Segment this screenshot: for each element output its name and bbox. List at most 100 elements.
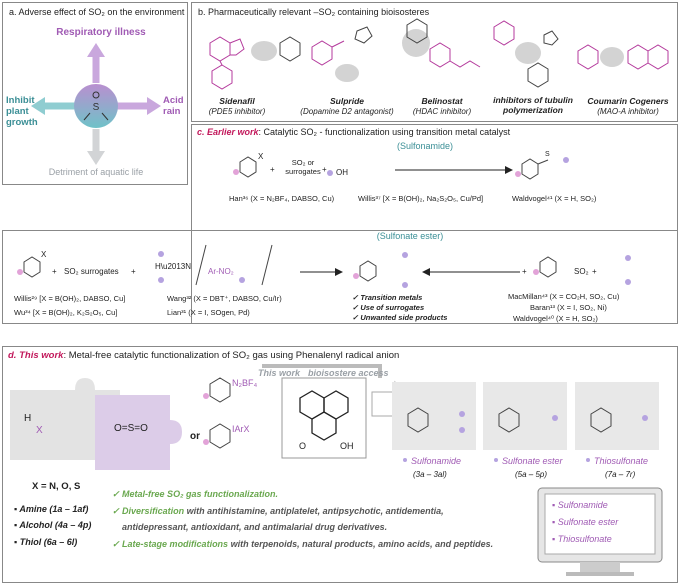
drug-structures [209,18,669,90]
drug-name-belinostat: Belinostat [421,96,463,106]
r2-x: X [41,250,47,259]
r2-plus-1: + [52,267,57,276]
drug-desc-belinostat: (HDAC inhibitor) [412,107,472,116]
check-1: ✓ Use of surrogates [352,303,425,312]
r2-ref-mid-0: Wang³² (X = DBT⁺, DABSO, Cu/Ir) [167,294,282,303]
substrate-amine: ▪ Amine (1a – 1af) [14,504,89,514]
r2-plus-3: + [522,267,527,276]
panel-a-title: a. Adverse effect of SO₂ on the environm… [9,7,185,17]
monitor-item-0-label: Sulfonamide [557,500,608,510]
r2-ref-right-2: Waldvogel⁴⁰ (X = H, SO₂) [513,314,598,323]
product-sulfonate-range: (5a – 5p) [515,470,548,479]
substrate-thiol-label: Thiol (6a – 6l) [19,537,78,547]
check-2: ✓ Unwanted side products [352,313,448,322]
panel-c-title-rest: : Catalytic SO₂ - functionalization usin… [258,127,511,137]
r2-ref-mid-1: Lian³¹ (X = I, SOgen, Pd) [167,308,250,317]
r2-ref-right-0: MacMillan⁴³ (X = CO₂H, SO₂, Cu) [508,292,620,301]
r2-right-so2: SO₂ [574,267,589,276]
monitor-item-1-label: Sulfonate ester [557,517,619,527]
r1-ref-waldvogel: Waldvogel⁴¹ (X = H, SO₂) [512,194,597,203]
bioisostere-label: bioisostere access [308,368,389,378]
r1-plus-1: + [270,165,275,174]
bullet-3-rest: with terpenoids, natural products, amino… [228,539,494,549]
bullet-1: ✓ Diversification with antihistamine, an… [112,506,444,516]
effect-plant: Inhibit plant growth [6,95,38,128]
panel-b-title: b. Pharmaceutically relevant –SO₂ contai… [198,7,430,17]
svg-text:S: S [93,102,100,113]
bullet-1-rest: with antihistamine, antiplatelet, antips… [184,506,444,516]
or-label: or [190,431,200,442]
sulfonamide-header: (Sulfonamide) [396,141,454,151]
bullet-0-green: Metal-free SO₂ gas functionalization. [122,489,278,499]
r2-plus-4: + [592,267,597,276]
panel-c-sulfonate-box [2,230,678,324]
check-0: ✓ Transition metals [352,293,423,302]
n2bf4-label: N₂BF₄ [232,378,258,388]
bullet-2: antidepressant, antioxidant, and antimal… [122,522,387,532]
substrate-alcohol-label: Alcohol (4a – 4p) [19,520,92,530]
drug-name-tubulin: inhibitors of tubulin polymerization [493,95,573,115]
panel-c-title-prefix: c. Earlier work [197,127,259,137]
panel-d-title: d. This work: Metal-free catalytic funct… [8,350,399,362]
drug-name-sidenafil: Sidenafil [219,96,255,106]
check-0-label: Transition metals [360,293,423,302]
drug-desc-coumarin: (MAO-A inhibitor) [597,107,659,116]
hx-h: H [24,413,32,424]
monitor-item-2-label: Thiosulfonate [557,534,612,544]
r1-ref-willis: Willis³⁷ [X = B(OH)₂, Na₂S₂O₅, Cu/Pd] [358,194,484,203]
drug-name-sulpride: Sulpride [329,96,364,106]
bullet-3: ✓ Late-stage modifications with terpenoi… [112,539,494,549]
r1-oh: OH [336,168,348,177]
so2-o-s-o: O=S=O [114,423,148,434]
bullet-0: ✓ Metal-free SO₂ gas functionalization. [112,489,278,499]
panel-d-title-prefix: d. This work [8,350,64,361]
bullet-1-green: Diversification [122,506,185,516]
effect-acid-rain: Acid rain [163,95,184,117]
drug-desc-sulpride: (Dopamine D2 antagonist) [300,107,394,116]
drug-name-coumarin: Coumarin Cogeners [587,96,669,106]
r2-amine-n: H\u2013N [155,262,192,271]
product-sulfonate-name: Sulfonate ester [502,456,563,466]
catalyst-oh: OH [340,441,354,451]
iarx-label: IArX [232,424,250,434]
substrate-amine-label: Amine (1a – 1af) [19,504,89,514]
panel-a: a. Adverse effect of SO₂ on the environm… [2,2,188,185]
hx-x: X [36,425,43,436]
r2-arno2: Ar-NO₂ [208,267,234,276]
r1-plus-2: + [322,165,327,174]
so2-effects-graphic: S [31,43,161,165]
check-1-label: Use of surrogates [360,303,425,312]
r2-ref-left-1: Wu³⁴ [X = B(OH)₂, K₂S₂O₅, Cu] [14,308,118,317]
panel-b: b. Pharmaceutically relevant –SO₂ contai… [191,2,678,122]
monitor-item-0: ▪ Sulfonamide [552,500,608,510]
sulfonate-header: (Sulfonate ester) [376,231,444,241]
substrate-thiol: ▪ Thiol (6a – 6l) [14,537,78,547]
r1-reagent: SO₂ or surrogates [285,158,321,176]
panel-c [191,124,678,324]
this-work-label: This work [258,368,301,378]
r1-ref-han: Han³⁶ (X = N₂BF₄, DABSO, Cu) [229,194,335,203]
effect-respiratory: Respiratory illness [56,27,146,38]
r1-x: X [258,152,264,161]
r2-reagent: SO₂ surrogates [64,267,119,276]
substrate-alcohol: ▪ Alcohol (4a – 4p) [14,520,92,530]
catalyst-o: O [299,441,307,451]
check-2-label: Unwanted side products [360,313,448,322]
monitor-item-1: ▪ Sulfonate ester [552,517,619,527]
product-thiosulfonate-range: (7a – 7r) [605,470,636,479]
panel-c-title: c. Earlier work: Catalytic SO₂ - functio… [197,126,510,138]
product-sulfonamide-name: Sulfonamide [411,456,462,466]
product-sulfonamide-range: (3a – 3al) [413,470,447,479]
r2-plus-2: + [131,267,136,276]
product-thiosulfonate-name: Thiosulfonate [594,456,649,466]
effect-aquatic: Detriment of aquatic life [48,167,144,177]
panel-d-title-rest: : Metal-free catalytic functionalization… [63,350,400,361]
bullet-3-green: Late-stage modifications [122,539,229,549]
r2-ref-right-1: Baran¹³ (X = I, SO₂, Ni) [530,303,607,312]
drug-desc-sidenafil: (PDE5 inhibitor) [208,107,266,116]
x-eq-label: X = N, O, S [32,481,81,492]
bullet-2-rest: antidepressant, antioxidant, and antimal… [122,522,388,532]
